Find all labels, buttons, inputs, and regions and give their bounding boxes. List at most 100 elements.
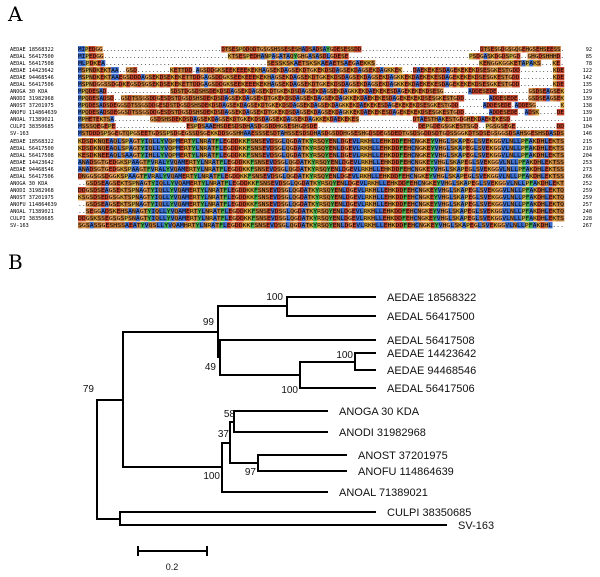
residue-box — [167, 74, 172, 81]
residue-box — [226, 152, 232, 159]
residue-box — [402, 130, 406, 137]
residue-box — [425, 123, 430, 130]
residue-box — [120, 166, 125, 173]
residue-box — [305, 173, 310, 180]
residue-box — [100, 187, 106, 194]
residue-box — [512, 74, 517, 81]
residue-box — [273, 67, 278, 74]
alignment-row-sequence: MLPDKEA.................................… — [78, 61, 564, 67]
residue-box — [468, 187, 473, 194]
residue-box — [448, 173, 453, 180]
residue-box — [511, 123, 516, 130]
residue-box — [124, 173, 129, 180]
residue-box — [81, 222, 87, 229]
residue-box — [297, 180, 303, 187]
residue-box — [463, 180, 468, 187]
residue-box — [446, 95, 450, 102]
residue-box — [411, 74, 416, 81]
residue-box — [313, 102, 318, 109]
residue-box — [374, 74, 379, 81]
residue-box — [426, 194, 431, 201]
residue-box — [456, 208, 461, 215]
residue-box — [440, 215, 445, 222]
residue-box — [400, 74, 405, 81]
residue-box — [386, 180, 391, 187]
residue-box — [209, 173, 214, 180]
residue-box — [524, 109, 529, 116]
residue-box — [205, 173, 210, 180]
residue-box — [104, 194, 109, 201]
residue-box — [556, 130, 561, 137]
residue-box — [196, 116, 201, 123]
residue-box — [451, 102, 456, 109]
alignment-row: ANOAL 71389021..SEGGADSKEHSANAGTYIQLLYVQ… — [10, 208, 592, 215]
residue-box — [307, 159, 312, 166]
residue-box — [208, 187, 213, 194]
alignment-row-end: 215 — [583, 139, 592, 145]
residue-box — [326, 201, 331, 208]
residue-box — [270, 215, 276, 222]
residue-box — [348, 208, 353, 215]
residue-box — [250, 166, 255, 173]
residue-box — [478, 88, 483, 95]
residue-box — [560, 81, 565, 88]
residue-box — [112, 159, 117, 166]
residue-box — [544, 215, 549, 222]
leaf-aedal-56417506: AEDAL 56417506 — [387, 383, 475, 395]
residue-box — [533, 173, 538, 180]
residue-box — [424, 109, 429, 116]
residue-box — [345, 81, 350, 88]
residue-box — [426, 159, 431, 166]
residue-box — [309, 180, 314, 187]
residue-box — [127, 159, 132, 166]
residue-box — [347, 88, 352, 95]
residue-box — [164, 222, 169, 229]
residue-box — [197, 180, 202, 187]
residue-box — [132, 152, 138, 159]
residue-box — [344, 138, 349, 145]
residue-box — [109, 102, 114, 109]
residue-box — [237, 88, 242, 95]
residue-box — [234, 166, 240, 173]
residue-box — [336, 145, 341, 152]
residue-box — [403, 152, 408, 159]
residue-box — [361, 201, 366, 208]
residue-box — [262, 152, 267, 159]
residue-box — [448, 74, 453, 81]
residue-box — [195, 109, 200, 116]
residue-box — [508, 67, 513, 74]
residue-box — [262, 67, 267, 74]
residue-box — [303, 194, 308, 201]
residue-box — [322, 81, 327, 88]
residue-box — [282, 74, 287, 81]
residue-box — [531, 109, 536, 116]
residue-box — [274, 60, 279, 67]
residue-box — [201, 208, 206, 215]
residue-box — [322, 187, 328, 194]
residue-box — [167, 95, 172, 102]
residue-box — [360, 145, 365, 152]
residue-box — [85, 102, 89, 109]
residue-box — [262, 222, 267, 229]
residue-box — [330, 159, 335, 166]
residue-box — [200, 187, 205, 194]
residue-box — [252, 46, 257, 53]
residue-box — [282, 173, 287, 180]
residue-box — [348, 152, 353, 159]
residue-box — [541, 194, 546, 201]
residue-box — [150, 166, 155, 173]
residue-box — [319, 53, 324, 60]
residue-box — [456, 159, 461, 166]
residue-box — [254, 67, 259, 74]
residue-box — [317, 130, 322, 137]
residue-box — [385, 109, 390, 116]
residue-box — [422, 187, 427, 194]
residue-box — [367, 81, 372, 88]
residue-box — [210, 95, 215, 102]
residue-box — [372, 187, 377, 194]
residue-box — [280, 166, 285, 173]
residue-box — [367, 180, 372, 187]
residue-box — [103, 116, 108, 123]
residue-box — [251, 180, 256, 187]
